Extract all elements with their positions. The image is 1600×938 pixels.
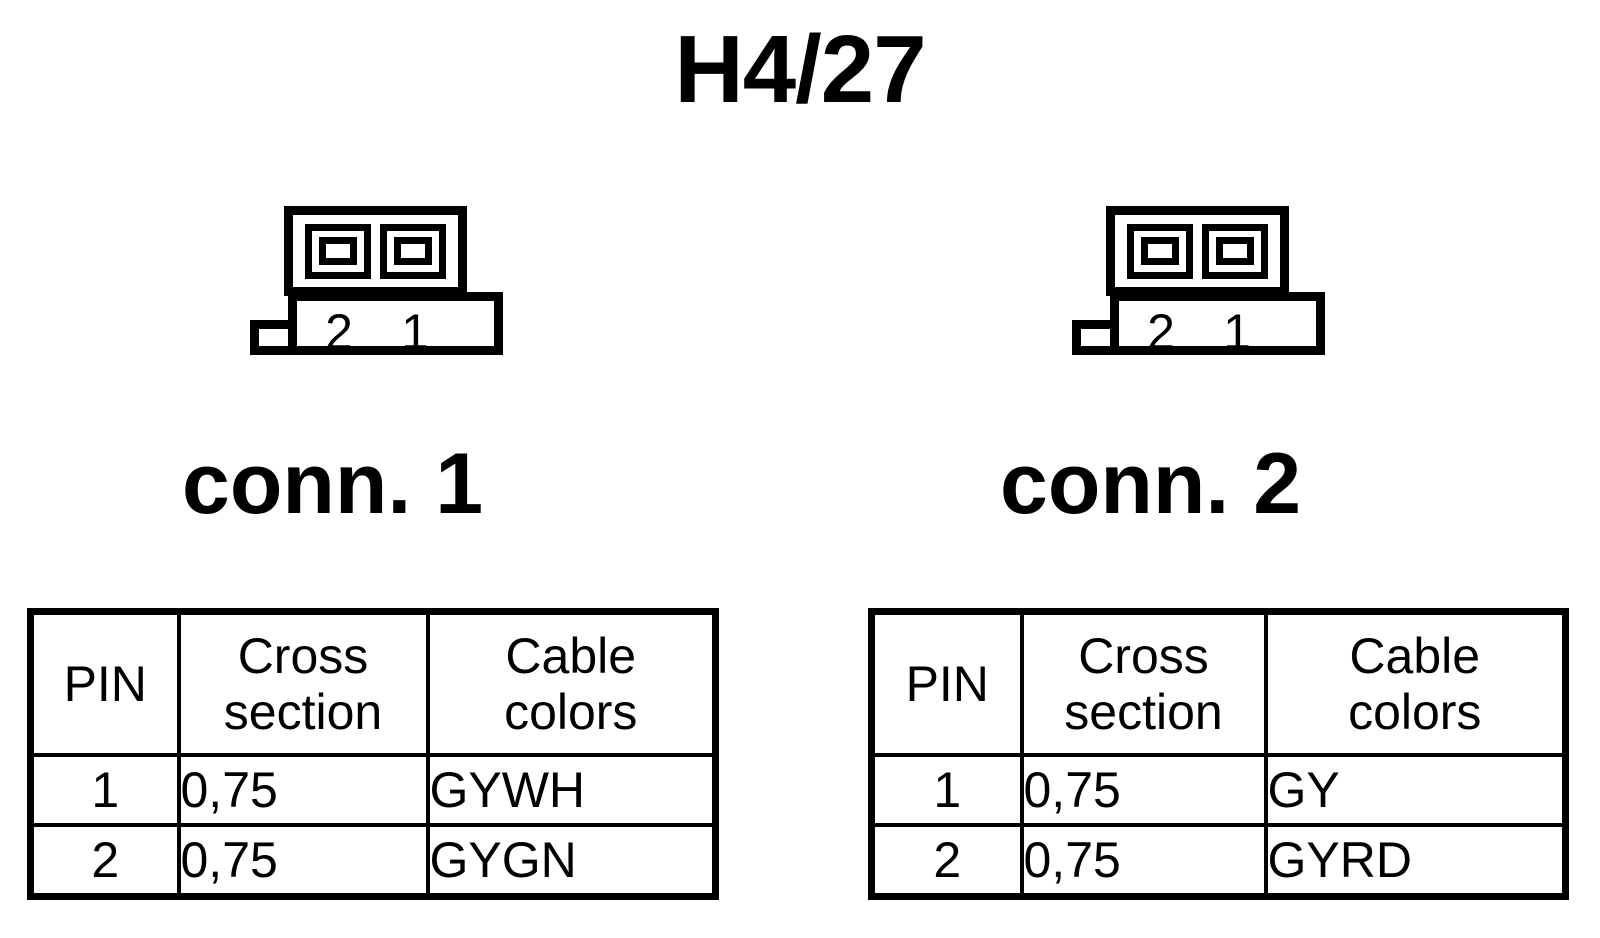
cell-pin: 1 [869,753,1024,827]
connector-1-label: conn. 1 [182,436,484,532]
connector-2-housing-lower: 2 1 [1110,292,1325,360]
cell-pin: 2 [869,823,1024,899]
page-title: H4/27 [674,16,926,123]
cell-pin: 1 [28,753,181,827]
table-row: 2 0,75 GYRD [869,823,1568,899]
table-header-cross-section: Cross section [176,609,430,757]
connector-2-pin-table: PIN Cross section Cable colors 1 0,75 GY… [868,608,1569,900]
table-header-cable-colors-line2: colors [504,684,638,740]
table-header-cable-colors: Cable colors [425,609,718,757]
table-header-cable-colors: Cable colors [1263,609,1568,757]
nested-square-pin-icon [1202,223,1268,279]
table-header-cross-section: Cross section [1019,609,1268,757]
table-row: 1 0,75 GY [869,753,1568,827]
connector-1-pin-number-1: 1 [401,304,429,360]
cell-cable-colors: GY [1263,753,1568,827]
cell-cable-colors: GYGN [425,823,718,899]
table-header-cross-section-line2: section [1064,684,1223,740]
nested-square-pin-icon [380,223,446,279]
table-row: 1 0,75 GYWH [28,753,718,827]
cell-cable-colors: GYRD [1263,823,1568,899]
table-header-row: PIN Cross section Cable colors [28,609,718,757]
table-header-pin: PIN [28,609,181,757]
connector-2-pin-number-1: 1 [1223,304,1251,360]
connector-2-pin-row [1127,223,1268,279]
table-header-row: PIN Cross section Cable colors [869,609,1568,757]
connector-2-label: conn. 2 [1000,436,1302,532]
table-row: 2 0,75 GYGN [28,823,718,899]
nested-square-pin-icon [305,223,371,279]
cell-cross-section: 0,75 [1019,753,1268,827]
table-header-cross-section-line1: Cross [1078,628,1209,684]
connector-symbol-2: 2 1 [1070,200,1330,360]
nested-square-pin-icon [1127,223,1193,279]
table-header-cross-section-line2: section [223,684,383,740]
connector-2-pin-number-2: 2 [1147,304,1175,360]
connector-1-housing-upper [284,206,467,296]
cell-pin: 2 [28,823,181,899]
table-header-pin: PIN [869,609,1024,757]
cell-cable-colors: GYWH [425,753,718,827]
table-header-cable-colors-line1: Cable [505,628,637,684]
connector-2-housing-upper [1106,206,1289,296]
cell-cross-section: 0,75 [176,823,430,899]
table-header-cable-colors-line2: colors [1348,684,1482,740]
table-header-cross-section-line1: Cross [237,628,369,684]
connector-symbol-1: 2 1 [248,200,508,360]
connector-1-pin-row [305,223,446,279]
connector-1-pin-table: PIN Cross section Cable colors 1 0,75 GY… [27,608,719,900]
connector-1-pin-number-2: 2 [325,304,353,360]
cell-cross-section: 0,75 [1019,823,1268,899]
table-header-cable-colors-line1: Cable [1349,628,1481,684]
connector-1-housing-lower: 2 1 [288,292,503,360]
cell-cross-section: 0,75 [176,753,430,827]
